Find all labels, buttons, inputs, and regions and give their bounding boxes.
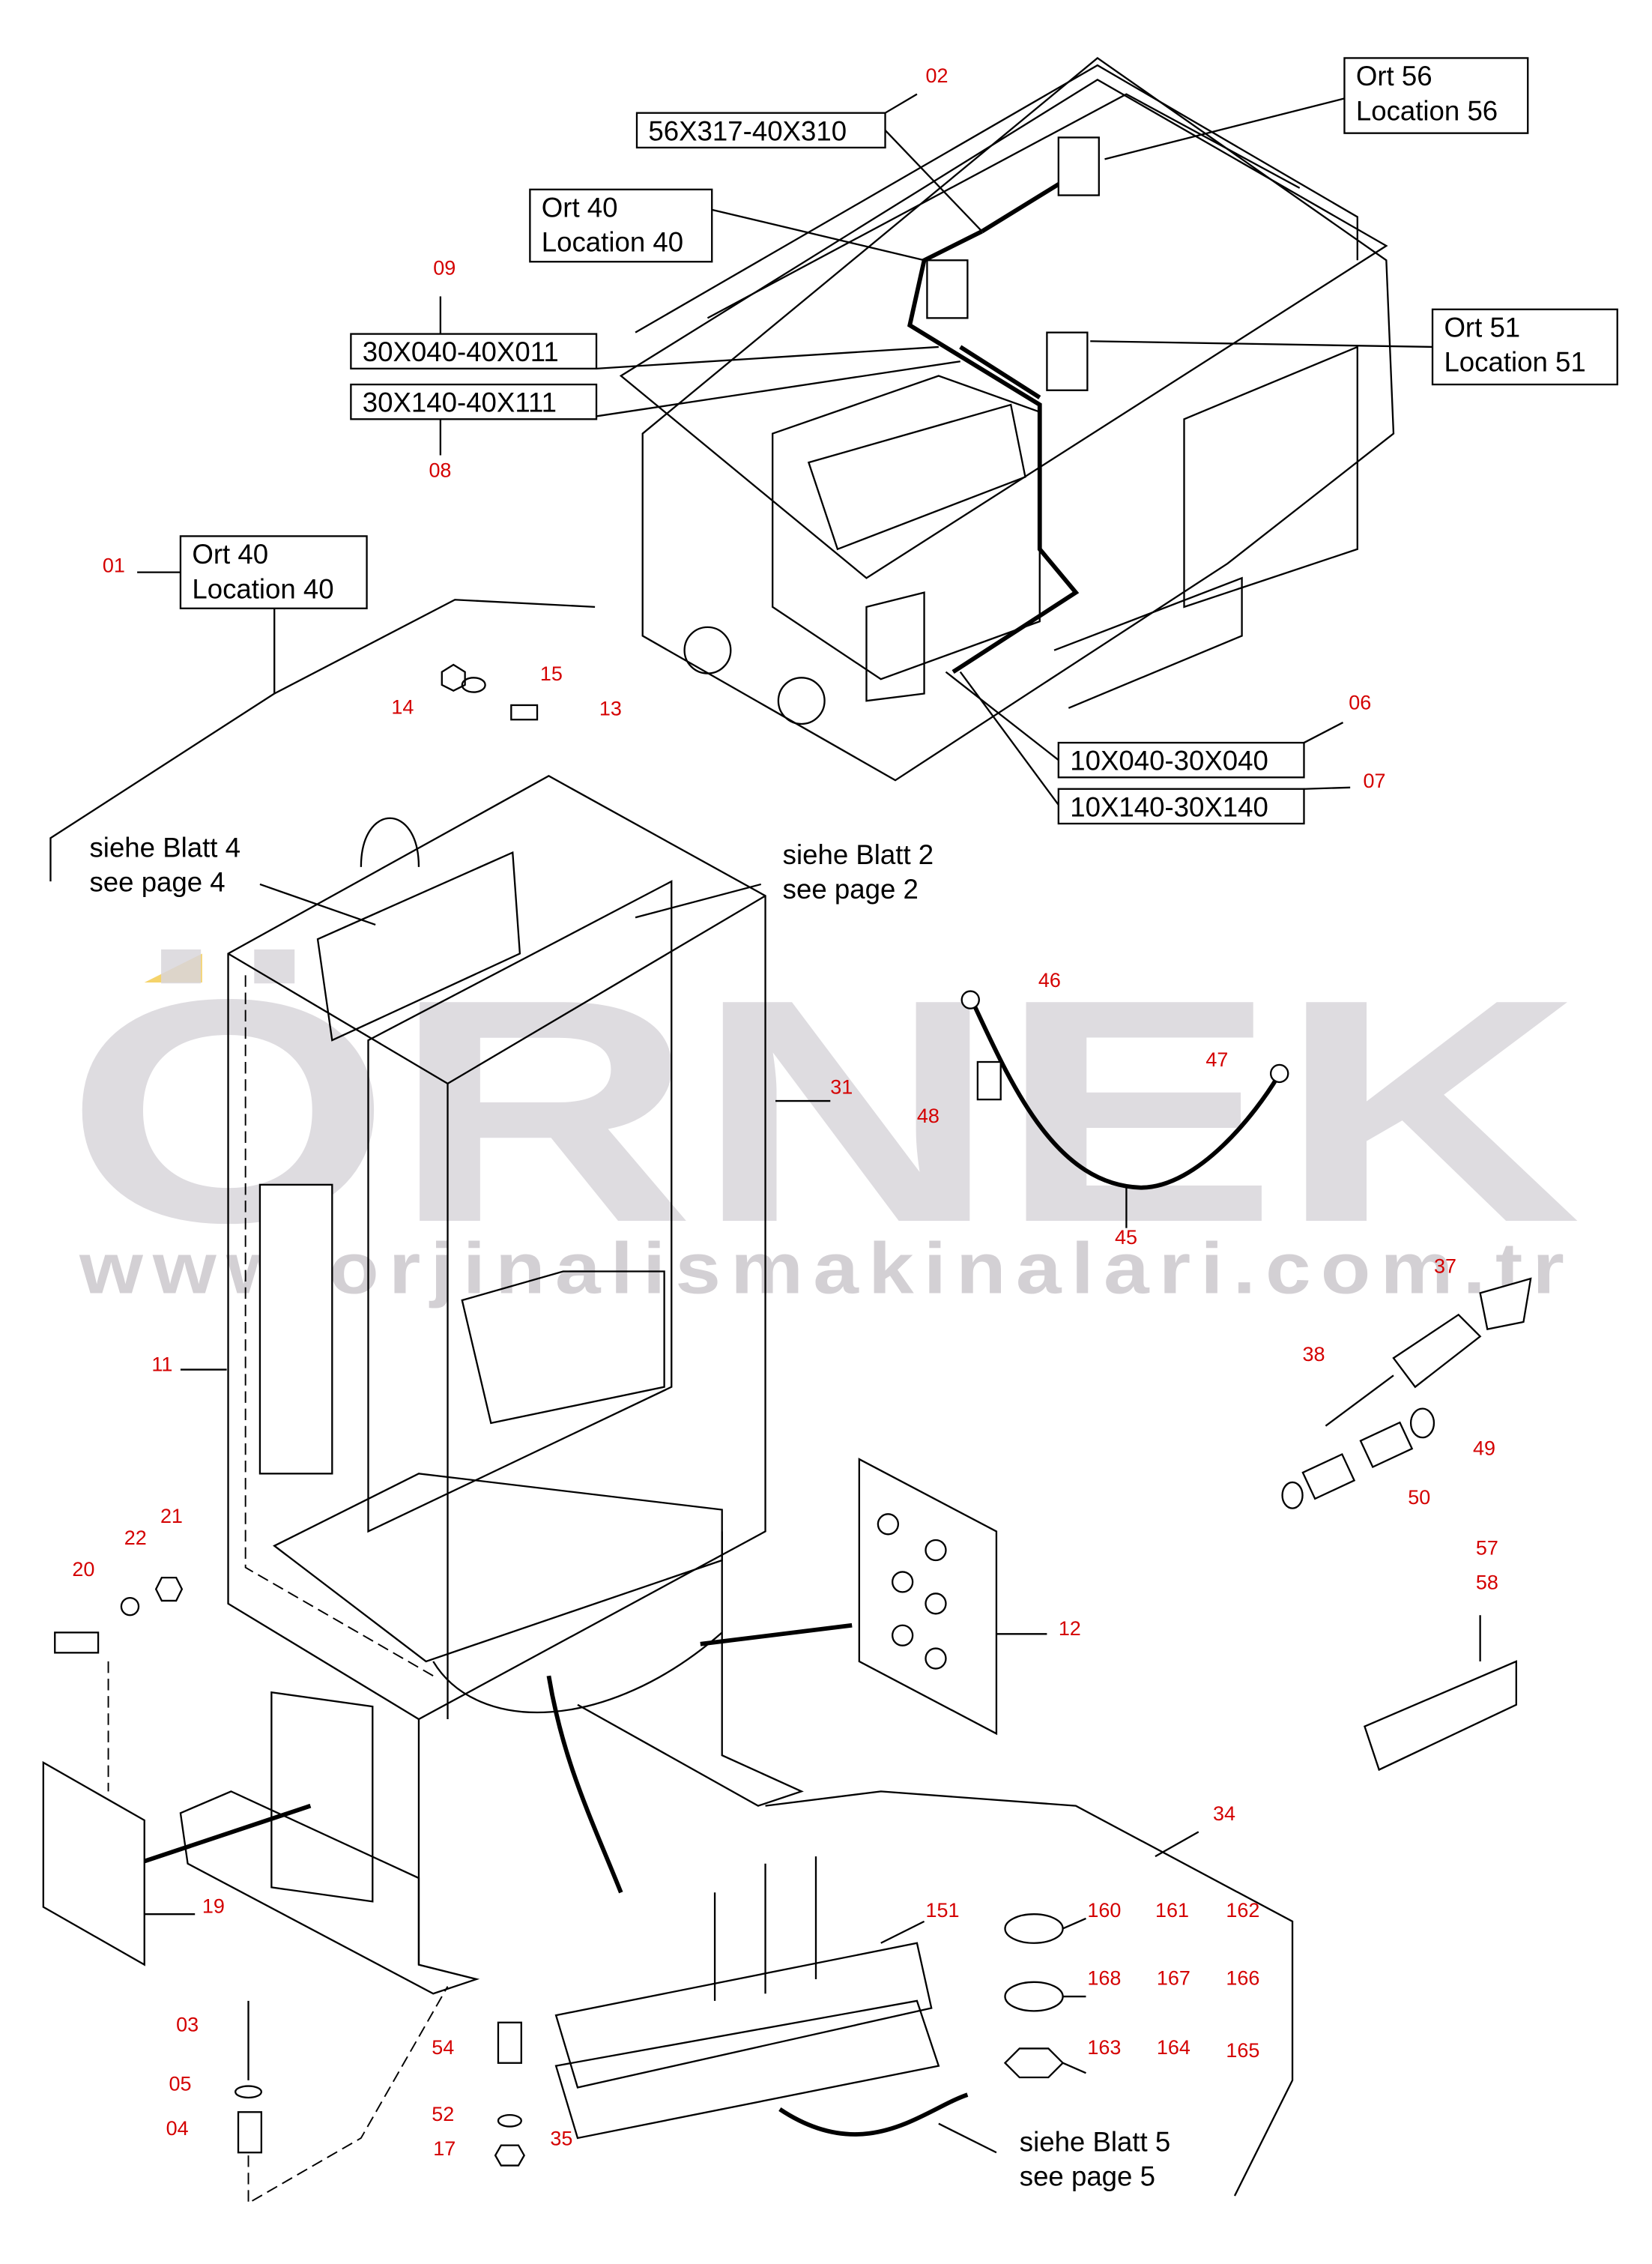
see-page-note[interactable]: see page 5 (1020, 2161, 1155, 2192)
see-page-note[interactable]: see page 4 (90, 867, 226, 898)
part-callout-number[interactable]: 160 (1087, 1899, 1121, 1922)
location-label-box: Ort 40 Location 40 (529, 188, 713, 263)
label-frame (529, 188, 713, 263)
label-frame (1057, 788, 1305, 825)
label-text: 10X040-30X040 (1070, 746, 1268, 776)
label-text: Ort 40 (192, 539, 268, 570)
part-callout-number[interactable]: 47 (1205, 1048, 1228, 1071)
part-callout-number[interactable]: 50 (1408, 1486, 1430, 1509)
part-callout-number[interactable]: 06 (1349, 692, 1371, 714)
machine-illustration (619, 56, 1395, 782)
label-text: Ort 56 (1356, 61, 1432, 91)
part-callout-number[interactable]: 19 (202, 1895, 225, 1917)
label-text: 56X317-40X310 (648, 115, 847, 146)
part-callout-number[interactable]: 165 (1226, 2039, 1259, 2062)
part-callout-number[interactable]: 162 (1226, 1899, 1259, 1922)
label-frame (1057, 741, 1305, 779)
parts-detail (42, 663, 1532, 2205)
part-callout-number[interactable]: 02 (925, 64, 948, 87)
part-callout-number[interactable]: 03 (176, 2013, 199, 2035)
part-callout-number[interactable]: 01 (103, 555, 125, 577)
part-callout-number[interactable]: 14 (391, 696, 414, 719)
part-callout-number[interactable]: 58 (1476, 1572, 1498, 1594)
location-label-box: 10X140-30X140 (1057, 788, 1305, 825)
part-callout-number[interactable]: 46 (1038, 969, 1061, 991)
see-page-note[interactable]: siehe Blatt 2 (783, 839, 934, 870)
part-callout-number[interactable]: 07 (1364, 770, 1386, 792)
part-callout-number[interactable]: 11 (151, 1353, 172, 1375)
part-callout-number[interactable]: 12 (1059, 1617, 1081, 1640)
see-page-note[interactable]: siehe Blatt 5 (1020, 2126, 1170, 2157)
label-text: Location 56 (1356, 95, 1498, 126)
part-callout-number[interactable]: 163 (1087, 2036, 1121, 2059)
label-text: Location 51 (1444, 347, 1585, 378)
part-callout-number[interactable]: 52 (432, 2103, 454, 2125)
part-callout-number[interactable]: 08 (429, 459, 451, 481)
label-text: Location 40 (192, 573, 333, 604)
label-text: 30X140-40X111 (363, 387, 557, 418)
part-callout-number[interactable]: 57 (1476, 1536, 1498, 1559)
part-callout-number[interactable]: 38 (1303, 1343, 1325, 1365)
part-callout-number[interactable]: 166 (1226, 1967, 1259, 1990)
label-frame (179, 535, 368, 609)
control-cabinet (136, 775, 853, 1995)
part-callout-number[interactable]: 161 (1155, 1899, 1189, 1922)
label-text: 30X040-40X011 (363, 336, 559, 367)
part-callout-number[interactable]: 21 (160, 1505, 183, 1527)
part-callout-number[interactable]: 20 (72, 1558, 94, 1581)
label-frame (350, 383, 598, 420)
part-callout-number[interactable]: 164 (1157, 2036, 1190, 2059)
location-label-box: 10X040-30X040 (1057, 741, 1305, 779)
location-label-box: 30X040-40X011 (350, 333, 598, 370)
label-text: Ort 40 (542, 192, 618, 223)
label-frame (1343, 57, 1529, 134)
label-frame (350, 333, 598, 370)
label-frame (635, 112, 886, 149)
part-callout-number[interactable]: 151 (925, 1899, 959, 1922)
part-callout-number[interactable]: 45 (1115, 1226, 1137, 1249)
part-callout-number[interactable]: 09 (433, 257, 456, 280)
see-page-note[interactable]: siehe Blatt 4 (90, 832, 240, 863)
part-callout-number[interactable]: 04 (166, 2117, 189, 2140)
part-callout-number[interactable]: 35 (550, 2128, 572, 2150)
part-callout-number[interactable]: 13 (599, 697, 622, 719)
leader-lines (49, 93, 1433, 2197)
part-callout-number[interactable]: 34 (1213, 1802, 1235, 1825)
location-label-box: Ort 56 Location 56 (1343, 57, 1529, 134)
label-text: Location 40 (542, 227, 683, 258)
location-label-box: Ort 51 Location 51 (1431, 308, 1618, 386)
label-text: Ort 51 (1444, 312, 1520, 342)
part-callout-number[interactable]: 167 (1157, 1967, 1190, 1990)
see-page-note[interactable]: see page 2 (783, 874, 919, 905)
part-callout-number[interactable]: 17 (433, 2137, 456, 2160)
part-callout-number[interactable]: 168 (1087, 1967, 1121, 1990)
location-label-box: 30X140-40X111 (350, 383, 598, 420)
part-callout-number[interactable]: 54 (432, 2036, 454, 2059)
part-callout-number[interactable]: 48 (917, 1105, 940, 1127)
part-callout-number[interactable]: 31 (830, 1075, 853, 1098)
part-callout-number[interactable]: 37 (1434, 1255, 1456, 1277)
part-callout-number[interactable]: 15 (540, 662, 563, 685)
part-callout-number[interactable]: 05 (169, 2072, 192, 2095)
location-label-box: 56X317-40X310 (635, 112, 886, 149)
label-frame (1431, 308, 1618, 386)
label-text: 10X140-30X140 (1070, 791, 1268, 822)
part-callout-number[interactable]: 22 (124, 1527, 147, 1549)
part-callout-number[interactable]: 49 (1473, 1437, 1495, 1459)
